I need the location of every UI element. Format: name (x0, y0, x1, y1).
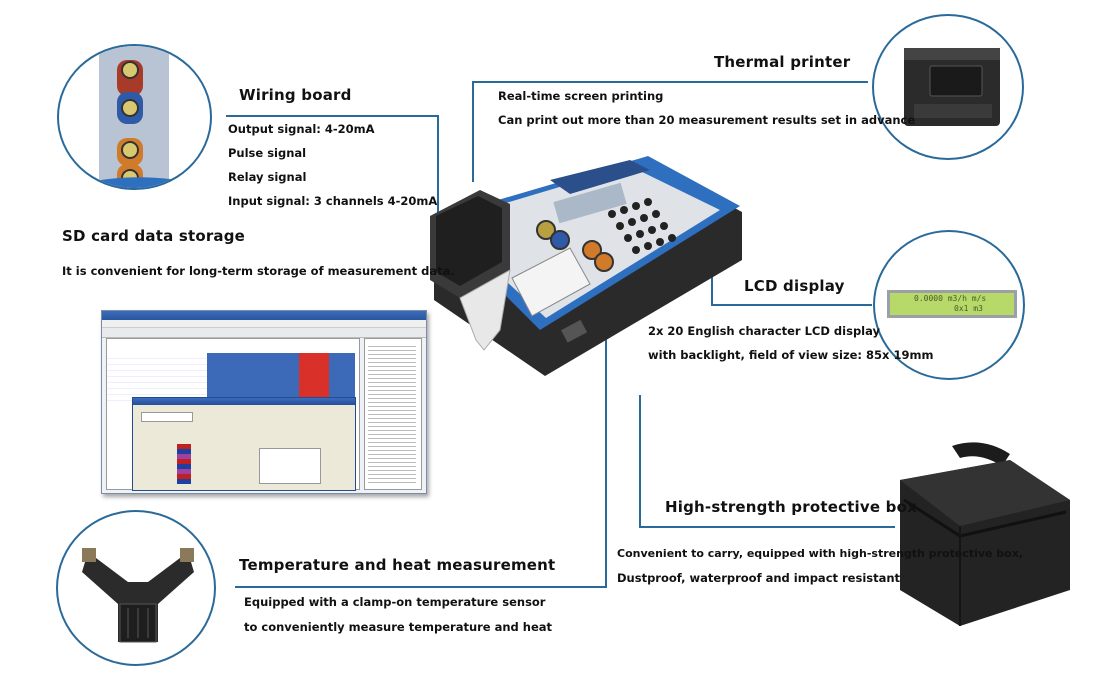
temperature-item-2: to conveniently measure temperature and … (244, 620, 553, 634)
log-panel (364, 338, 422, 490)
lcd-display-photo: 0.0000 m3/h m/s 0x1 m3 (873, 230, 1025, 380)
thermal-printer-title: Thermal printer (714, 53, 851, 71)
settings-dialog (132, 397, 356, 491)
lcd-display-item-1: 2x 20 English character LCD display (648, 324, 881, 338)
protective-box-item-2: Dustproof, waterproof and impact resista… (617, 571, 901, 585)
temperature-sensor-photo (56, 510, 216, 666)
sd-card-desc: It is convenient for long-term storage o… (62, 264, 455, 278)
wiring-connector-image (69, 46, 210, 188)
window-menubar (102, 320, 426, 328)
thermal-printer-photo (872, 14, 1024, 160)
window-toolbar (102, 328, 426, 338)
wiring-board-item-3: Relay signal (228, 170, 307, 184)
lcd-screen: 0.0000 m3/h m/s 0x1 m3 (887, 290, 1017, 318)
protective-case-image (900, 442, 1070, 626)
printer-image (904, 48, 1000, 126)
temperature-item-1: Equipped with a clamp-on temperature sen… (244, 595, 546, 609)
wiring-callout-line (226, 115, 439, 215)
lcd-display-title: LCD display (744, 277, 845, 295)
window-titlebar (102, 311, 426, 320)
protective-box-title: High-strength protective box (665, 498, 917, 516)
temperature-title: Temperature and heat measurement (239, 556, 556, 574)
sd-card-title: SD card data storage (62, 227, 246, 245)
protective-box-item-1: Convenient to carry, equipped with high-… (617, 547, 1024, 560)
wiring-board-item-2: Pulse signal (228, 146, 307, 160)
wiring-board-item-4: Input signal: 3 channels 4-20mA (228, 194, 438, 208)
lcd-line-2: 0x1 m3 (954, 304, 983, 313)
temp-callout-line (235, 337, 607, 588)
printer-callout-line (472, 81, 868, 182)
wiring-board-title: Wiring board (239, 86, 352, 104)
thermal-printer-item-2: Can print out more than 20 measurement r… (498, 113, 916, 127)
software-window-screenshot (101, 310, 427, 494)
wiring-board-item-1: Output signal: 4-20mA (228, 122, 375, 136)
thermal-printer-item-1: Real-time screen printing (498, 89, 664, 103)
clamp-sensor-image (82, 548, 194, 643)
wiring-board-photo (57, 44, 212, 190)
flowmeter-device-image (430, 156, 742, 376)
lcd-display-item-2: with backlight, field of view size: 85x … (648, 348, 934, 362)
lcd-line-1: 0.0000 m3/h m/s (914, 294, 987, 303)
box-callout-line (639, 395, 895, 528)
